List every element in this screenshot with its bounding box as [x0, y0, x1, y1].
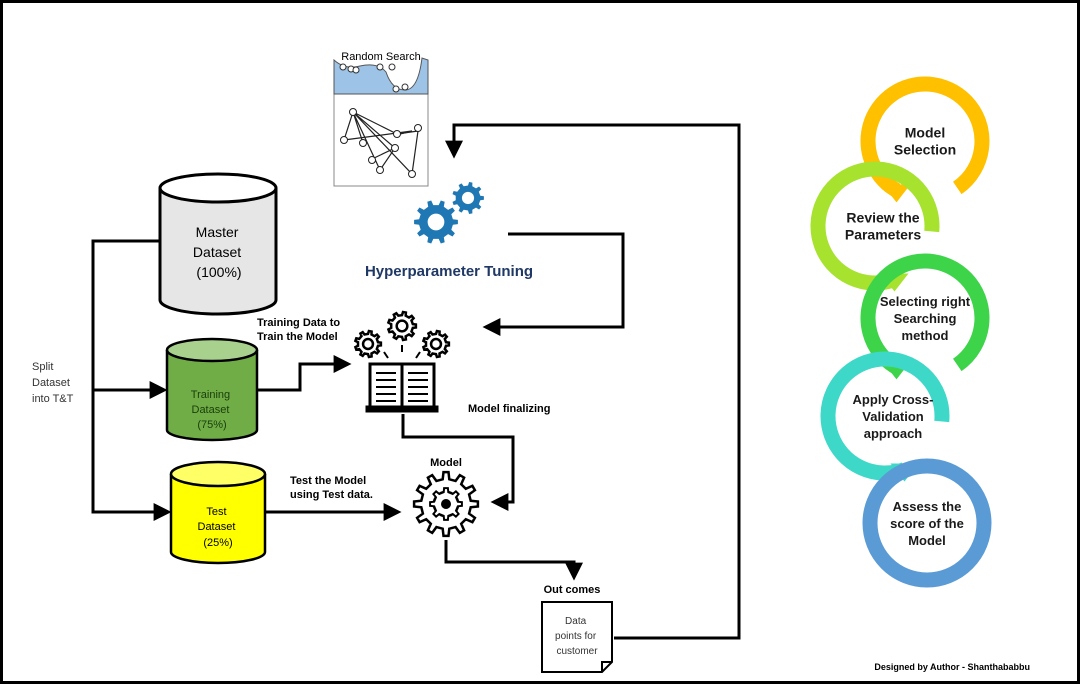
cycle-step-label: Model: [905, 125, 945, 141]
master-dataset-cylinder: Master Dataset (100%): [158, 172, 278, 316]
training-dataset-label-2: Dataset: [192, 404, 230, 416]
svg-text:Test Dataset (25%): Test Dataset (25%): [198, 506, 239, 549]
test-dataset-cylinder: Test Dataset (25%): [169, 460, 267, 565]
master-dataset-label-1: Master: [196, 224, 239, 240]
test-dataset-label-1: Test: [206, 506, 226, 518]
model-finalizing-label: Model finalizing: [468, 403, 551, 415]
cycle-step-label: approach: [864, 426, 923, 441]
right-gear-icon: [421, 329, 451, 359]
book-icon: [365, 362, 439, 413]
cycle-arrowhead: [882, 184, 911, 203]
svg-text:Data points for cu: Data points for customer: [555, 616, 599, 657]
cycle-step-label: Parameters: [845, 227, 921, 243]
test-dataset-label-2: Dataset: [198, 521, 236, 533]
master-dataset-label-3: (100%): [196, 264, 241, 280]
cycle-step-label: method: [902, 328, 949, 343]
svg-text:Test the Model using Test: Test the Model using Test data.: [290, 475, 373, 501]
model-label: Model: [430, 457, 462, 469]
training-data-label-2: Train the Model: [257, 331, 338, 343]
training-dataset-cylinder: Training Dataset (75%): [165, 337, 259, 442]
middle-gear-icon: [386, 310, 418, 342]
random-search-plot: Random Search: [333, 51, 429, 187]
cycle-step-label: Assess the: [893, 499, 962, 514]
test-model-label-1: Test the Model: [290, 475, 366, 487]
random-search-label: Random Search: [341, 51, 421, 63]
training-dataset-label-1: Training: [191, 389, 230, 401]
test-model-label-2: using Test data.: [290, 489, 373, 501]
flow-arrows: [257, 123, 741, 640]
cycle-step-label: Validation: [862, 409, 923, 424]
model-inner-gear-icon: [429, 487, 463, 521]
doc-text-1: Data: [565, 616, 587, 627]
test-dataset-label-3: (25%): [203, 537, 232, 549]
split-connectors: [91, 239, 172, 521]
large-blue-gear-icon: [414, 200, 458, 244]
svg-text:Training Dataset (: Training Dataset (75%): [191, 389, 233, 431]
training-data-label-1: Training Data to: [257, 317, 340, 329]
training-dataset-label-3: (75%): [197, 419, 226, 431]
cycle-step-label: Selecting right: [880, 294, 971, 309]
master-dataset-label-2: Dataset: [193, 244, 241, 260]
left-gear-icon: [353, 329, 383, 359]
hyperparameter-gears-icon: [414, 182, 484, 244]
author-credit: Designed by Author - Shanthababbu: [874, 662, 1030, 672]
model-gear-icon: [412, 470, 480, 538]
split-label-1: Split: [32, 361, 53, 373]
out-comes-label: Out comes: [544, 584, 601, 596]
cycle-ring: [862, 458, 992, 588]
cycle-step-label: score of the: [890, 516, 964, 531]
svg-text:Master Dataset (10: Master Dataset (100%): [193, 224, 245, 280]
small-blue-gear-icon: [452, 182, 484, 214]
doc-text-2: points for: [555, 631, 597, 642]
hyperparameter-title: Hyperparameter Tuning: [365, 263, 533, 280]
outcome-document-icon: Data points for customer: [541, 601, 613, 673]
split-label-3: into T&T: [32, 393, 74, 405]
svg-text:Training Data to Train the: Training Data to Train the Model: [257, 317, 343, 343]
training-gears-icon: [353, 310, 451, 359]
cycle-step-label: Searching: [894, 311, 957, 326]
doc-text-3: customer: [556, 646, 598, 657]
cycle-step-label: Review the: [846, 210, 919, 226]
cycle-step-label: Apply Cross-: [853, 392, 934, 407]
svg-text:Split Dataset into T&T: Split Dataset into T&T: [32, 361, 74, 405]
cycle-step-label: Model: [908, 533, 946, 548]
cycle-step-label: Selection: [894, 142, 956, 158]
split-label-2: Dataset: [32, 377, 70, 389]
